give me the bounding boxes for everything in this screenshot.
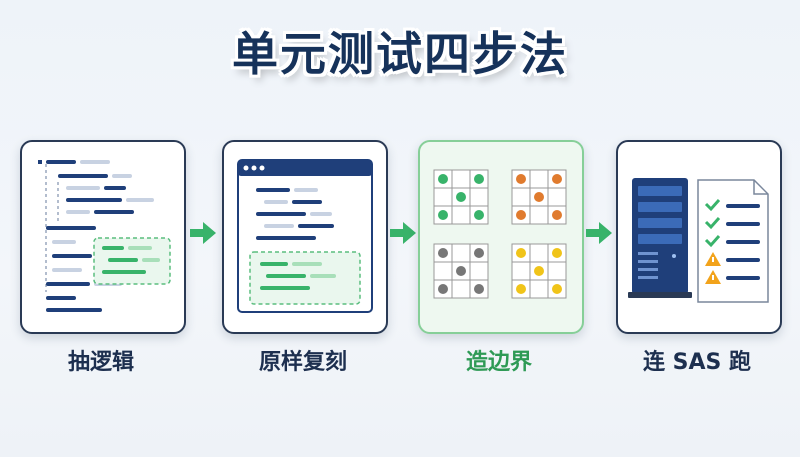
step-label-extract: 抽逻辑 bbox=[67, 350, 134, 375]
step-card-boundary bbox=[418, 140, 584, 334]
step-label-run: 连 SAS 跑 bbox=[642, 350, 752, 375]
copy-window-icon bbox=[237, 159, 373, 313]
extract-code-icon bbox=[38, 160, 171, 312]
server-checklist-icon bbox=[628, 178, 769, 303]
page-title: 单元测试四步法 bbox=[232, 27, 568, 81]
step-label-boundary: 造边界 bbox=[465, 350, 532, 375]
step-card-copy bbox=[222, 140, 388, 334]
step-card-run bbox=[616, 140, 782, 334]
arrow-right-icon bbox=[390, 222, 416, 244]
step-card-extract bbox=[20, 140, 186, 334]
arrow-right-icon bbox=[586, 222, 612, 244]
arrow-right-icon bbox=[190, 222, 216, 244]
step-label-copy: 原样复刻 bbox=[258, 350, 347, 375]
boundary-grid-icon bbox=[433, 169, 567, 299]
